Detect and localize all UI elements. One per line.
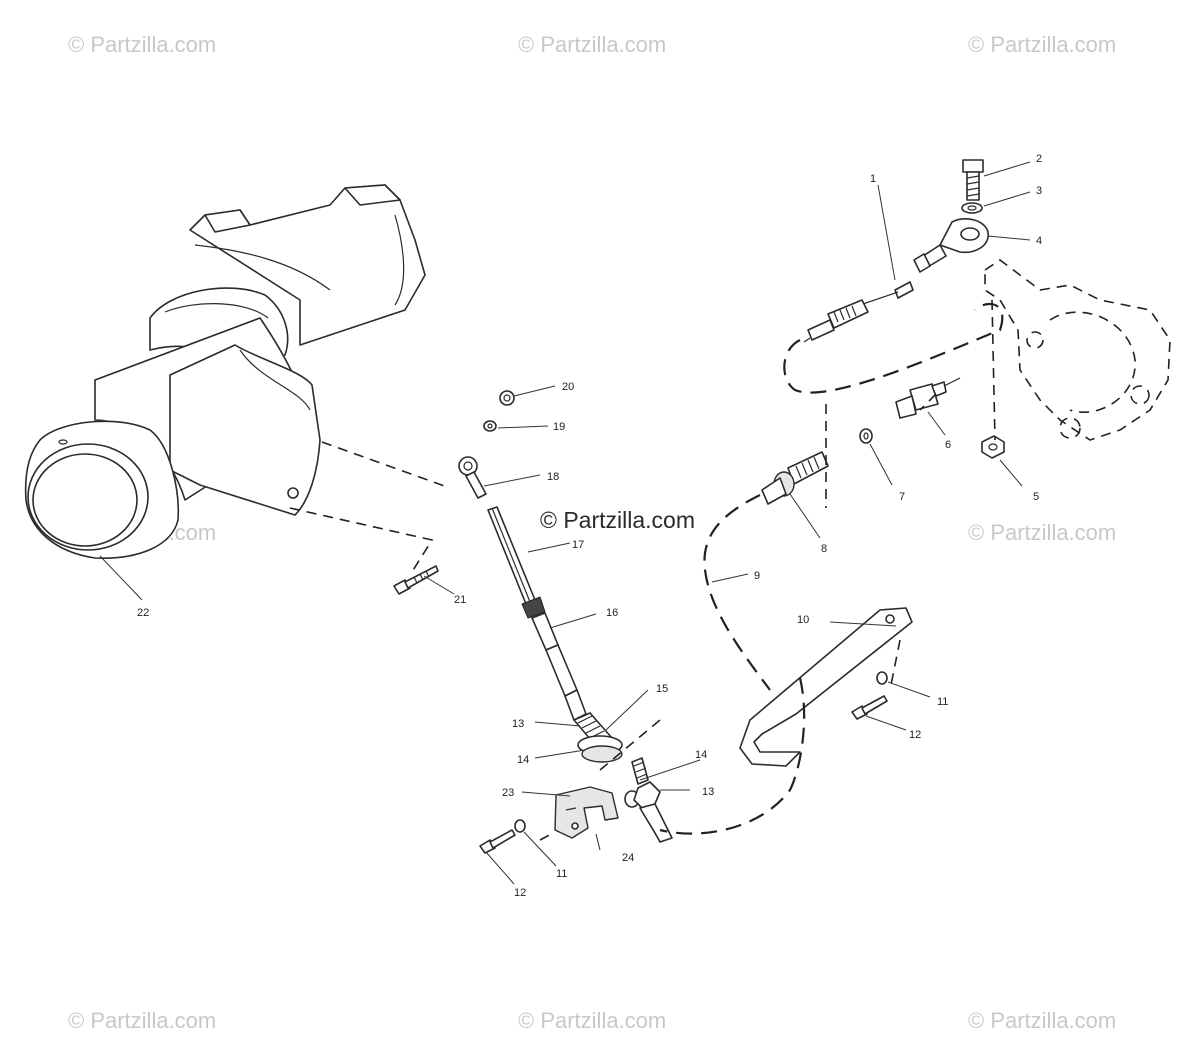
part-1-cable[interactable] [803, 281, 914, 343]
watermark-top-center: © Partzilla.com [518, 32, 666, 57]
watermark-bottom-right: © Partzilla.com [968, 1008, 1116, 1033]
leader-lines [99, 161, 1031, 885]
callout-7: 7 [899, 491, 905, 503]
phantom-engine-bracket [984, 259, 1171, 441]
watermark-bottom-left: © Partzilla.com [68, 1008, 216, 1033]
part-12-bolt-left[interactable] [479, 829, 516, 854]
watermark-bottom-center: © Partzilla.com [518, 1008, 666, 1033]
callout-21: 21 [454, 594, 466, 606]
callout-10: 10 [797, 614, 809, 626]
part-6-fitting[interactable] [895, 377, 961, 419]
callout-15: 15 [656, 683, 668, 695]
watermark-top-right: © Partzilla.com [968, 32, 1116, 57]
part-20-nut[interactable] [499, 390, 515, 406]
watermark-top-left: © Partzilla.com [68, 32, 216, 57]
part-3-washer[interactable] [961, 202, 983, 214]
watermark-mid-right: © Partzilla.com [968, 520, 1116, 545]
watermark-center: © Partzilla.com [540, 507, 695, 533]
part-17-tube[interactable] [487, 506, 536, 605]
callout-13-left: 13 [512, 718, 524, 730]
callout-8: 8 [821, 543, 827, 555]
callout-22: 22 [137, 607, 149, 619]
callout-17: 17 [572, 539, 584, 551]
callout-18: 18 [547, 471, 559, 483]
callout-9: 9 [754, 570, 760, 582]
part-10-bracket[interactable] [739, 607, 913, 767]
part-21-bolt[interactable] [393, 565, 439, 595]
callout-6: 6 [945, 439, 951, 451]
callout-24: 24 [622, 852, 634, 864]
callout-3: 3 [1036, 185, 1042, 197]
part-16-cable-end[interactable] [521, 596, 587, 721]
part-11-lockwasher-left[interactable] [514, 819, 526, 833]
part-19-washer[interactable] [483, 420, 497, 432]
callout-2: 2 [1036, 153, 1042, 165]
callout-14-right: 14 [695, 749, 707, 761]
part-2-bolt[interactable] [962, 159, 984, 201]
callout-20: 20 [562, 381, 574, 393]
callout-16: 16 [606, 607, 618, 619]
callout-13-right: 13 [702, 786, 714, 798]
part-8-threaded-adjuster[interactable] [761, 451, 829, 505]
part-4-rod-end[interactable] [913, 218, 989, 273]
callout-14-left: 14 [517, 754, 529, 766]
part-11-lockwasher-right[interactable] [876, 671, 888, 685]
part-15-threaded-sleeve[interactable] [573, 712, 623, 763]
part-13-nut-lower[interactable] [631, 757, 673, 843]
callout-23: 23 [502, 787, 514, 799]
watermarks: © Partzilla.com © Partzilla.com © Partzi… [68, 32, 1116, 1033]
callout-numbers: 1 2 3 4 5 6 7 8 9 10 11 12 13 14 15 16 1… [137, 153, 1042, 899]
callout-5: 5 [1033, 491, 1039, 503]
callout-11-left: 11 [556, 868, 567, 880]
callout-12-left: 12 [514, 887, 526, 899]
part-12-bolt-right[interactable] [851, 695, 888, 720]
callout-11-right: 11 [937, 696, 948, 708]
part-5-nut[interactable] [981, 435, 1005, 459]
callout-19: 19 [553, 421, 565, 433]
callout-1: 1 [870, 173, 876, 185]
callout-12-right: 12 [909, 729, 921, 741]
cable-routing-lines [289, 299, 1004, 841]
part-18-rod-end[interactable] [458, 456, 487, 499]
part-7-washer[interactable] [859, 428, 873, 444]
part-24-bracket[interactable] [554, 786, 619, 839]
part-22-housing[interactable] [24, 184, 426, 559]
callout-4: 4 [1036, 235, 1042, 247]
